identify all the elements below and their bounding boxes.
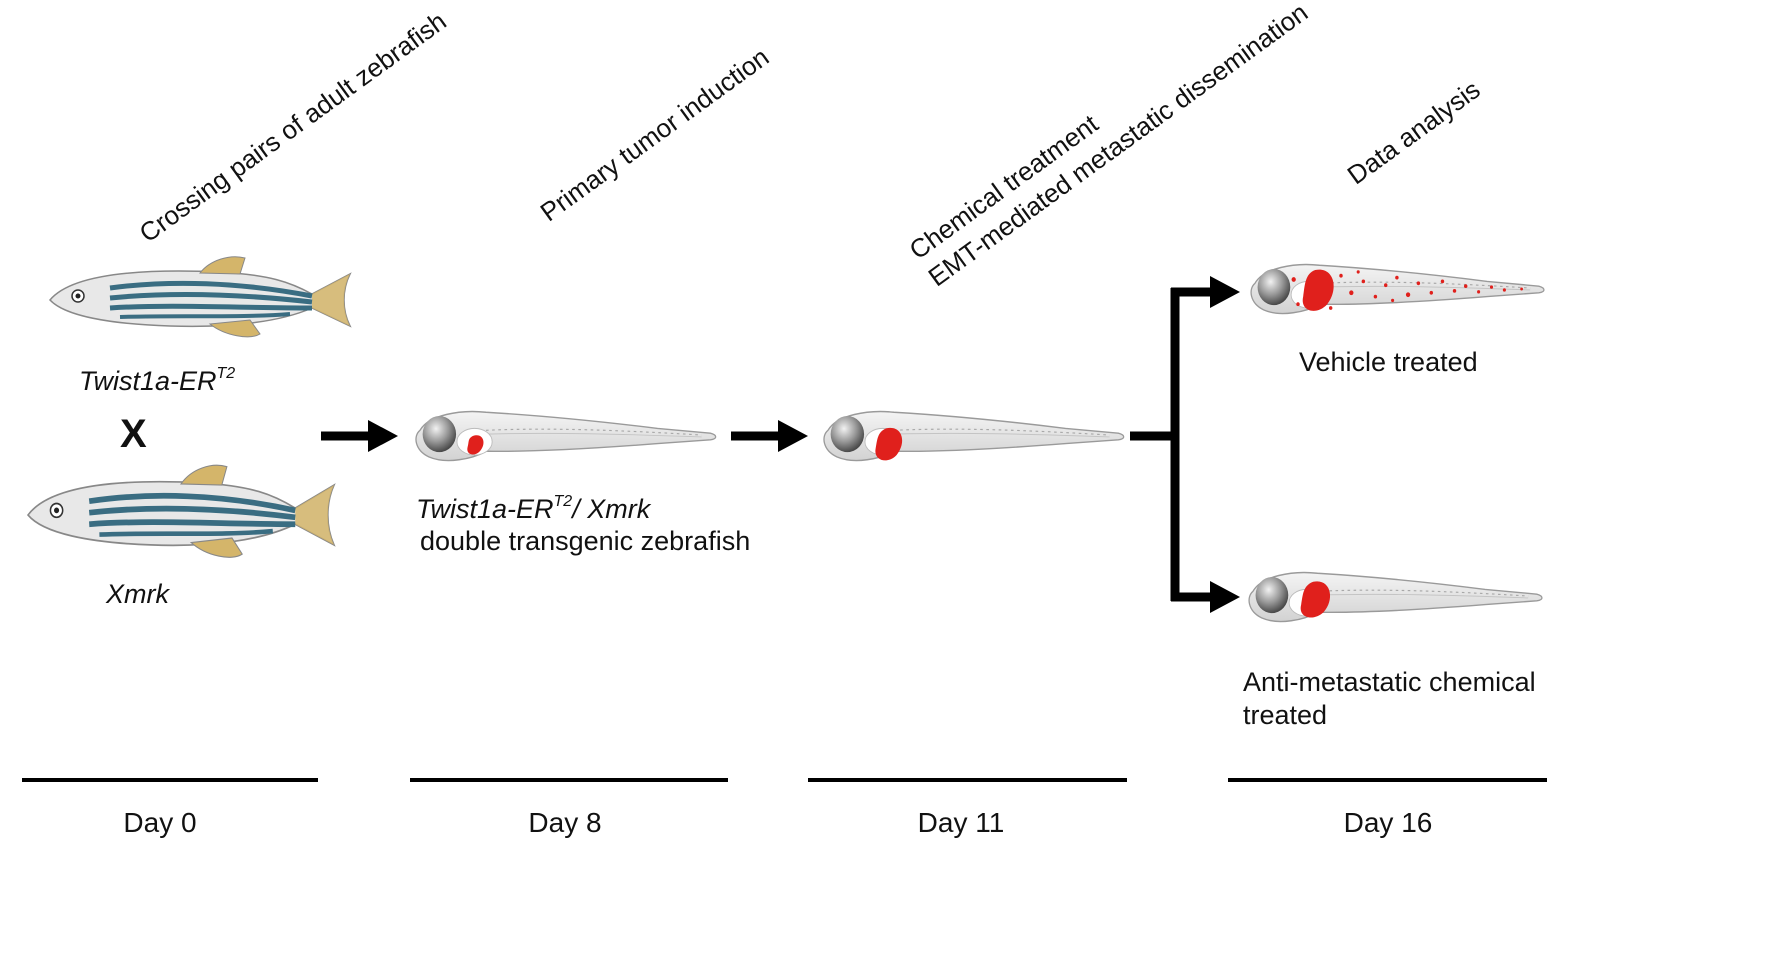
chemical-treated-label-line2: treated: [1243, 700, 1328, 730]
offspring-description: double transgenic zebrafish: [420, 526, 751, 556]
twist1a-fish-icon: [50, 257, 350, 337]
larva-vehicle-icon: [1250, 263, 1545, 315]
xmrk-fish-icon: [28, 465, 334, 557]
parent-top-label: Twist1a-ERT2: [79, 364, 235, 397]
offspring-genotype-label: Twist1a-ERT2/ Xmrk: [416, 492, 650, 525]
offspring-name-a: Twist1a-ER: [416, 494, 554, 524]
day-label-0: Day 0: [123, 807, 197, 838]
cross-symbol: X: [120, 412, 147, 456]
offspring-sup: T2: [553, 493, 573, 510]
day-label-8: Day 8: [528, 807, 602, 838]
day-label-16: Day 16: [1343, 807, 1433, 838]
vehicle-treated-label: Vehicle treated: [1299, 347, 1478, 377]
offspring-name-b: / Xmrk: [572, 494, 651, 524]
day-label-11: Day 11: [917, 807, 1005, 838]
parent-bottom-label: Xmrk: [106, 579, 169, 609]
branch-arrow: [1130, 276, 1240, 613]
parent-top-name: Twist1a-ER: [79, 366, 217, 396]
larva-day8-icon: [415, 410, 717, 462]
arrow-day0-day8: [321, 420, 398, 452]
larva-day11-icon: [823, 410, 1125, 462]
arrow-day8-day11: [731, 420, 808, 452]
chemical-treated-label-line1: Anti-metastatic chemical: [1243, 667, 1536, 697]
parent-top-sup: T2: [216, 365, 236, 382]
larva-chemical-icon: [1248, 571, 1543, 623]
